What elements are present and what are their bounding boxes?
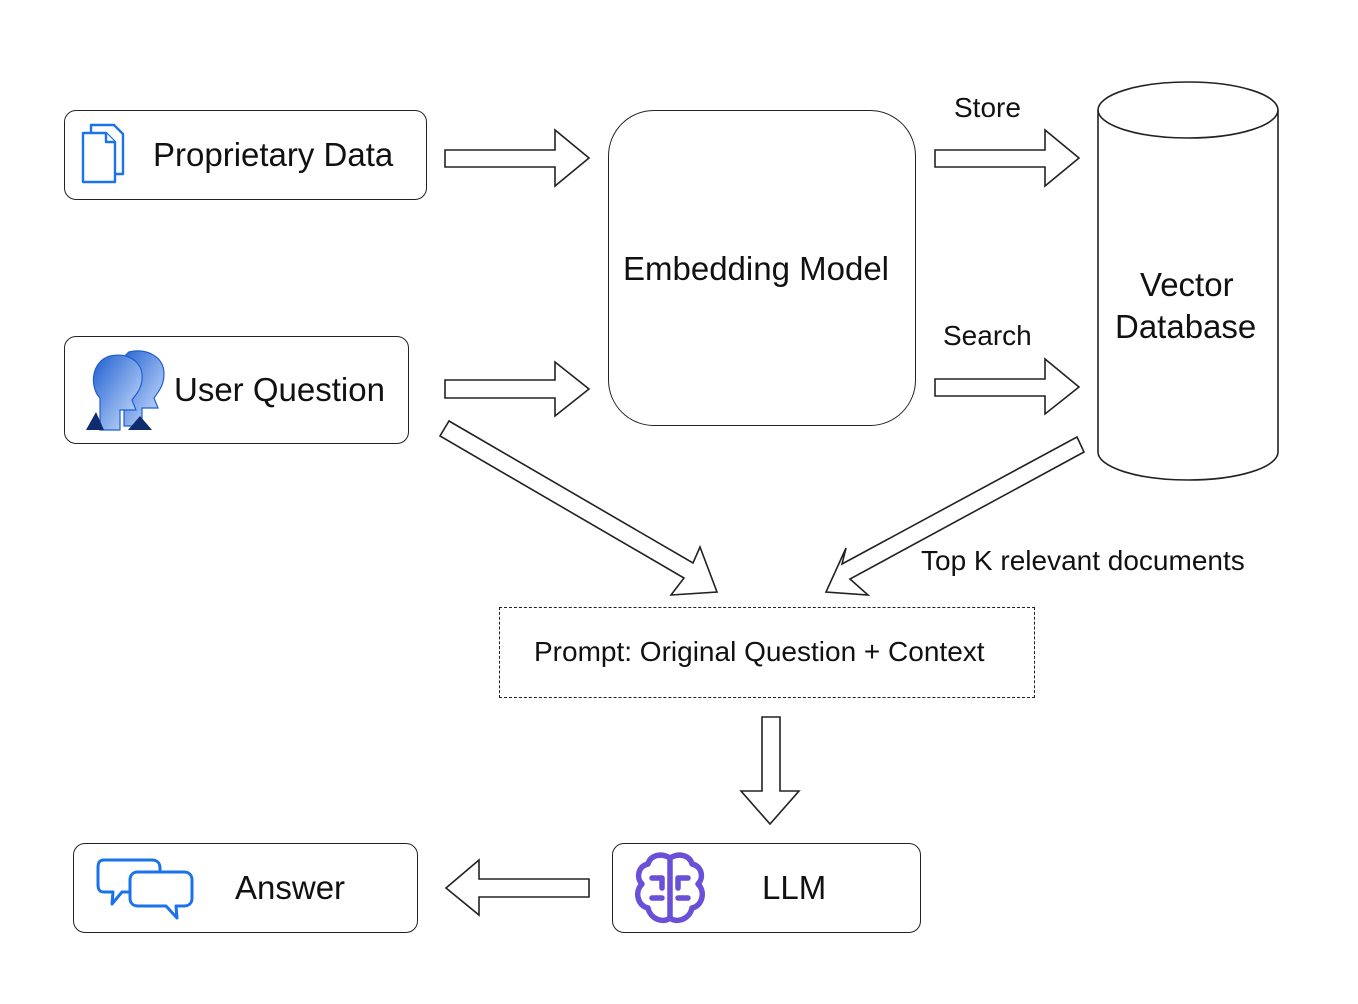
store-label: Store: [954, 92, 1021, 123]
documents-icon: [81, 123, 125, 184]
proprietary-data-label: Proprietary Data: [153, 136, 394, 173]
users-icon: [86, 350, 165, 431]
vector-database-cylinder: [1097, 81, 1279, 481]
prompt-box: [499, 607, 1035, 698]
arrow-db-to-prompt: [824, 435, 1086, 596]
top-k-label: Top K relevant documents: [921, 545, 1245, 576]
search-label: Search: [943, 320, 1032, 351]
arrow-search: [934, 357, 1081, 416]
vector-database-label-line2: Database: [1115, 308, 1257, 345]
brain-icon: [635, 852, 705, 924]
arrow-prompt-to-llm: [739, 716, 801, 826]
prompt-label: Prompt: Original Question + Context: [534, 636, 985, 667]
embedding-model-label: Embedding Model: [623, 250, 889, 287]
arrow-data-to-embedding: [444, 128, 591, 188]
user-question-label: User Question: [174, 371, 385, 408]
answer-box: [73, 843, 418, 933]
arrow-question-to-embedding: [444, 360, 591, 418]
proprietary-data-box: [64, 110, 427, 200]
llm-label: LLM: [762, 869, 827, 906]
arrow-store: [934, 128, 1081, 188]
arrow-question-to-prompt: [438, 419, 719, 596]
arrow-llm-to-answer: [444, 858, 590, 917]
vector-database-label-line1: Vector: [1140, 266, 1234, 303]
answer-label: Answer: [235, 869, 346, 906]
chat-bubbles-icon: [96, 858, 194, 920]
embedding-model-box: [608, 110, 916, 426]
